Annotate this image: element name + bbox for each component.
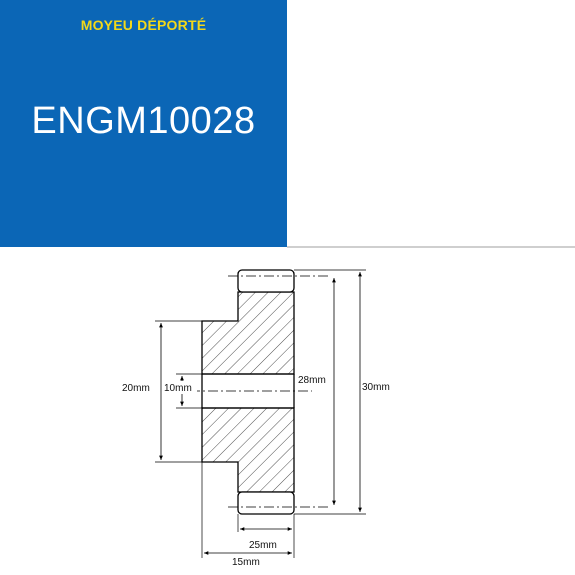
header-panel: MOYEU DÉPORTÉ ENGM10028	[0, 0, 287, 247]
total-length-label: 15mm	[232, 557, 260, 568]
pitch-diameter-label: 28mm	[298, 375, 326, 386]
gear-tooth-top	[237, 269, 295, 293]
part-section-lower	[201, 407, 295, 493]
gear-tooth-bottom	[237, 491, 295, 515]
center-lines	[190, 275, 330, 508]
section-divider	[287, 246, 575, 248]
product-code: ENGM10028	[31, 100, 256, 142]
outer-diameter-label: 30mm	[362, 382, 390, 393]
extension-lines	[155, 269, 366, 558]
bore	[201, 373, 295, 409]
hub-diameter-label: 20mm	[122, 383, 150, 394]
part-section-upper	[201, 291, 295, 375]
gear-width-label: 25mm	[249, 540, 277, 551]
product-type-label: MOYEU DÉPORTÉ	[80, 17, 207, 33]
bore-diameter-label: 10mm	[164, 383, 192, 394]
